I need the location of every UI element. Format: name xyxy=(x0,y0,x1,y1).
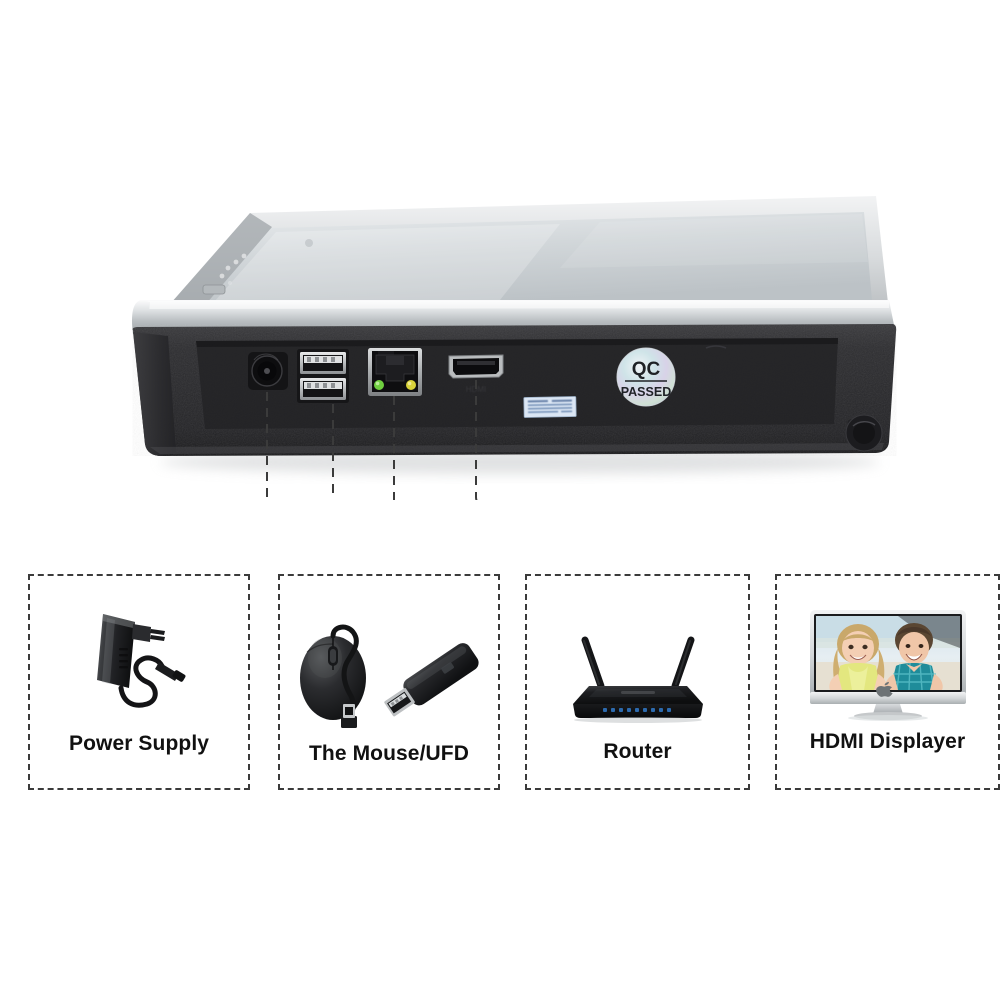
port-bay-shadow xyxy=(196,338,838,347)
qc-sticker-line1: QC xyxy=(632,359,661,380)
callout-box-power-supply[interactable]: Power Supply xyxy=(28,574,250,790)
power-adapter-icon xyxy=(30,604,248,724)
callout-label-mouse-ufd: The Mouse/UFD xyxy=(309,742,469,765)
chassis-body xyxy=(132,324,897,456)
chassis-left-face xyxy=(133,332,176,456)
mouse-and-usb-flash-drive-icon xyxy=(280,618,498,730)
screen-glass xyxy=(205,212,872,305)
device-illustration: HDMI QC PASS xyxy=(132,196,897,574)
screen-glare-right xyxy=(560,214,868,268)
device-screen-assembly xyxy=(157,196,889,319)
chassis-bottom-highlight xyxy=(150,443,884,454)
apple-logo-icon xyxy=(875,681,893,697)
ethernet-led-green xyxy=(374,380,384,390)
device-shadow xyxy=(160,450,880,474)
callout-label-power-supply: Power Supply xyxy=(68,732,210,755)
callout-label-router: Router xyxy=(603,740,672,763)
qc-passed-sticker: QC PASSED xyxy=(616,347,676,407)
screen-left-bezel xyxy=(157,213,272,319)
vent-slot xyxy=(705,345,727,349)
port-hdmi[interactable] xyxy=(448,354,504,379)
silver-edge-highlight xyxy=(140,301,889,309)
callout-label-hdmi-displayer: HDMI Displayer xyxy=(809,730,966,753)
camera-icon xyxy=(305,239,313,247)
screen-glare xyxy=(214,224,560,302)
wifi-router-icon xyxy=(527,620,748,730)
qc-sticker-line2: PASSED xyxy=(621,385,671,399)
port-usb-dual[interactable] xyxy=(297,349,349,403)
port-bay-recess xyxy=(196,338,838,429)
desktop-monitor-icon xyxy=(777,604,998,722)
hinge-knob xyxy=(845,414,883,452)
child-right xyxy=(884,623,943,690)
callout-box-router[interactable]: Router xyxy=(525,574,750,790)
connector-hdmi xyxy=(475,380,866,574)
child-left xyxy=(828,624,887,690)
callout-box-hdmi-displayer[interactable]: HDMI Displayer xyxy=(775,574,1000,790)
power-button[interactable] xyxy=(202,284,226,295)
port-dc-jack[interactable] xyxy=(248,352,288,390)
callout-box-mouse-ufd[interactable]: The Mouse/UFD xyxy=(278,574,500,790)
port-rj45-ethernet[interactable] xyxy=(368,348,422,396)
hdmi-silkscreen: HDMI xyxy=(466,385,486,394)
device-svg: HDMI QC PASS xyxy=(132,196,897,574)
silver-corner-left xyxy=(132,300,150,334)
ethernet-led-yellow xyxy=(406,380,416,390)
spec-label xyxy=(523,396,577,418)
status-indicator-dots xyxy=(219,253,247,285)
